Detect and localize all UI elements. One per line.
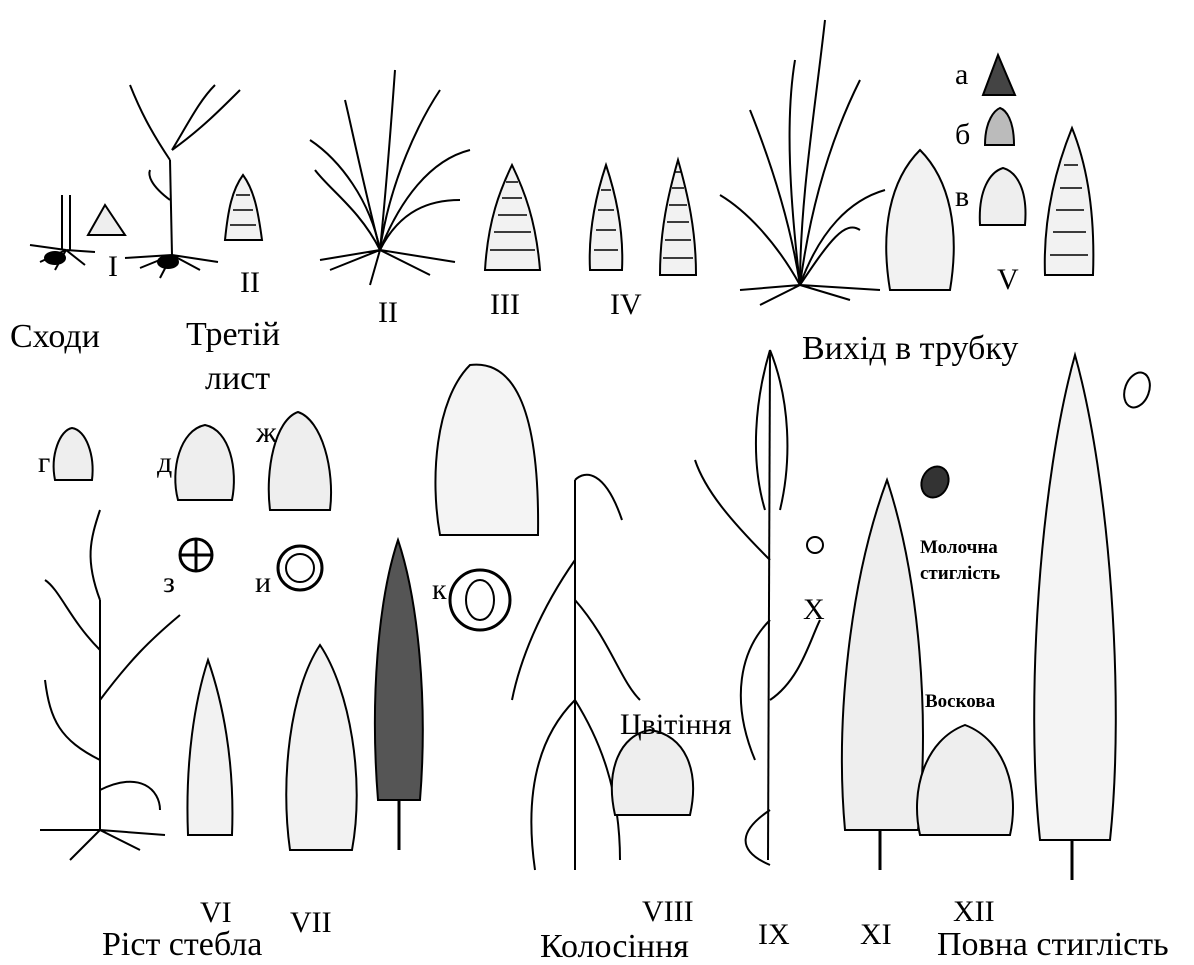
ear-stage-vi-icon bbox=[187, 660, 232, 835]
primordium-v-icon bbox=[980, 168, 1026, 225]
cone-stage-i-icon bbox=[88, 205, 125, 235]
stage-label-viii: VIII bbox=[642, 897, 694, 927]
spikelet-wax-icon bbox=[917, 725, 1013, 835]
stage-label-xi: XI bbox=[860, 920, 892, 950]
part-g-icon bbox=[54, 428, 93, 480]
stage-label-i: I bbox=[108, 252, 118, 282]
cross-section-z-icon bbox=[180, 539, 212, 571]
stage-label-vii: VII bbox=[290, 908, 332, 938]
stage-label-ii-b: II bbox=[378, 298, 398, 328]
letter-g: г bbox=[38, 448, 50, 478]
letter-k: к bbox=[432, 575, 447, 605]
phase-third-leaf-line2: лист bbox=[205, 362, 270, 396]
letter-v: в bbox=[955, 182, 969, 212]
stage-label-ii-a: II bbox=[240, 268, 260, 298]
cone-stage-v-icon bbox=[1045, 128, 1094, 275]
stage-label-iv: IV bbox=[610, 290, 642, 320]
ear-primordium-v-icon bbox=[886, 150, 954, 290]
stage-label-vi: VI bbox=[200, 898, 232, 928]
ear-stage-vii-icon bbox=[286, 645, 356, 850]
phase-heading: Колосіння bbox=[540, 930, 689, 964]
letter-i: и bbox=[255, 568, 271, 598]
phase-full-ripeness: Повна стиглість bbox=[937, 928, 1169, 962]
letter-d: д bbox=[157, 448, 172, 478]
stage-label-x: X bbox=[803, 595, 825, 625]
phase-tube: Вихід в трубку bbox=[802, 332, 1018, 366]
part-zh-icon bbox=[269, 412, 331, 510]
cone-stage-iv-b-icon bbox=[660, 160, 696, 275]
phase-sprouts: Сходи bbox=[10, 320, 100, 354]
plant-tillering-icon bbox=[310, 70, 470, 285]
phase-stem-growth: Ріст стебла bbox=[102, 928, 262, 962]
stage-label-v: V bbox=[997, 265, 1019, 295]
cross-section-k-icon bbox=[450, 570, 510, 630]
plant-third-leaf-icon bbox=[125, 85, 240, 278]
grain-milk-icon bbox=[916, 462, 953, 502]
letter-b: б bbox=[955, 120, 970, 150]
plant-sprout-icon bbox=[30, 195, 95, 270]
letter-a: а bbox=[955, 60, 968, 90]
grain-full-icon bbox=[1120, 369, 1155, 411]
ear-milk-ripeness-icon bbox=[842, 480, 923, 870]
flower-spikelet-icon bbox=[612, 730, 693, 815]
cone-stage-ii-icon bbox=[225, 175, 262, 240]
plant-tube-stage-icon bbox=[720, 20, 885, 305]
phase-wax: Воскова bbox=[925, 692, 995, 711]
stage-label-xii: XII bbox=[953, 897, 995, 927]
phase-milk-line2: стиглість bbox=[920, 564, 1000, 583]
letter-z: з bbox=[163, 568, 175, 598]
letter-zh: ж bbox=[256, 418, 277, 448]
ear-full-ripeness-icon bbox=[1034, 355, 1116, 880]
phase-flowering: Цвітіння bbox=[620, 710, 732, 740]
phase-milk-line1: Молочна bbox=[920, 538, 998, 557]
primordium-b-icon bbox=[985, 108, 1014, 145]
phase-third-leaf-line1: Третій bbox=[186, 318, 280, 352]
stage-label-ix: IX bbox=[758, 920, 790, 950]
part-d-icon bbox=[175, 425, 234, 500]
cross-section-i-icon bbox=[278, 546, 322, 590]
stage-label-iii: III bbox=[490, 290, 520, 320]
cone-stage-iv-a-icon bbox=[590, 165, 623, 270]
plant-stem-growth-icon bbox=[40, 510, 180, 860]
grain-x-icon bbox=[807, 537, 823, 553]
part-large-icon bbox=[435, 365, 538, 535]
cone-stage-iii-icon bbox=[485, 165, 540, 270]
plant-heading-ix-icon bbox=[695, 350, 820, 865]
primordium-a-icon bbox=[983, 55, 1015, 95]
ear-dark-stage-icon bbox=[375, 540, 423, 850]
